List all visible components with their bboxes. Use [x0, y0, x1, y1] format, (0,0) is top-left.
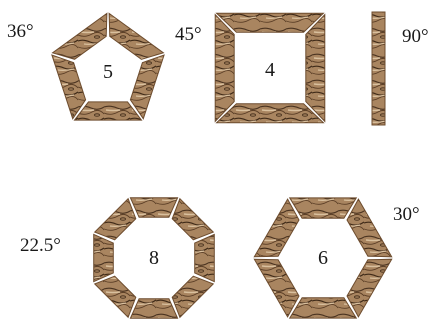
angle-label-hexagon: 30° [393, 205, 420, 224]
octagon-frame-piece [130, 198, 177, 218]
octagon-frame-piece [172, 199, 213, 240]
hexagon-frame-piece [290, 298, 357, 318]
pentagon-frame-piece [109, 13, 163, 59]
piece-count-pentagon: 5 [103, 62, 113, 82]
piece-count-octagon: 8 [149, 248, 159, 268]
octagon-frame-piece [172, 276, 213, 317]
octagon-frame-piece [195, 234, 215, 281]
pentagon-frame-piece [53, 13, 107, 59]
octagon-frame-piece [95, 276, 136, 317]
hexagon-frame-piece [290, 198, 357, 218]
hexagon-frame-piece [347, 199, 392, 257]
pentagon-frame-piece [52, 55, 86, 119]
octagon-frame-piece [130, 299, 177, 319]
square-frame-piece [215, 15, 234, 122]
piece-count-square: 4 [265, 60, 275, 80]
pentagon-frame-piece [75, 102, 142, 120]
single-piece-board [372, 12, 385, 125]
hexagon-frame-piece [254, 259, 299, 317]
octagon-frame-piece [95, 199, 136, 240]
square-frame-piece [217, 104, 324, 123]
square-frame-piece [306, 15, 325, 122]
octagon-frame-piece [94, 234, 114, 281]
angle-label-octagon: 22.5° [20, 236, 61, 255]
angle-label-pentagon: 36° [7, 22, 34, 41]
pentagon-frame-piece [130, 55, 164, 119]
angle-label-square: 45° [175, 25, 202, 44]
square-frame-piece [217, 13, 324, 32]
hexagon-frame-piece [254, 199, 299, 257]
piece-count-hexagon: 6 [318, 248, 328, 268]
hexagon-frame-piece [347, 259, 392, 317]
angle-label-single-piece: 90° [402, 27, 429, 46]
